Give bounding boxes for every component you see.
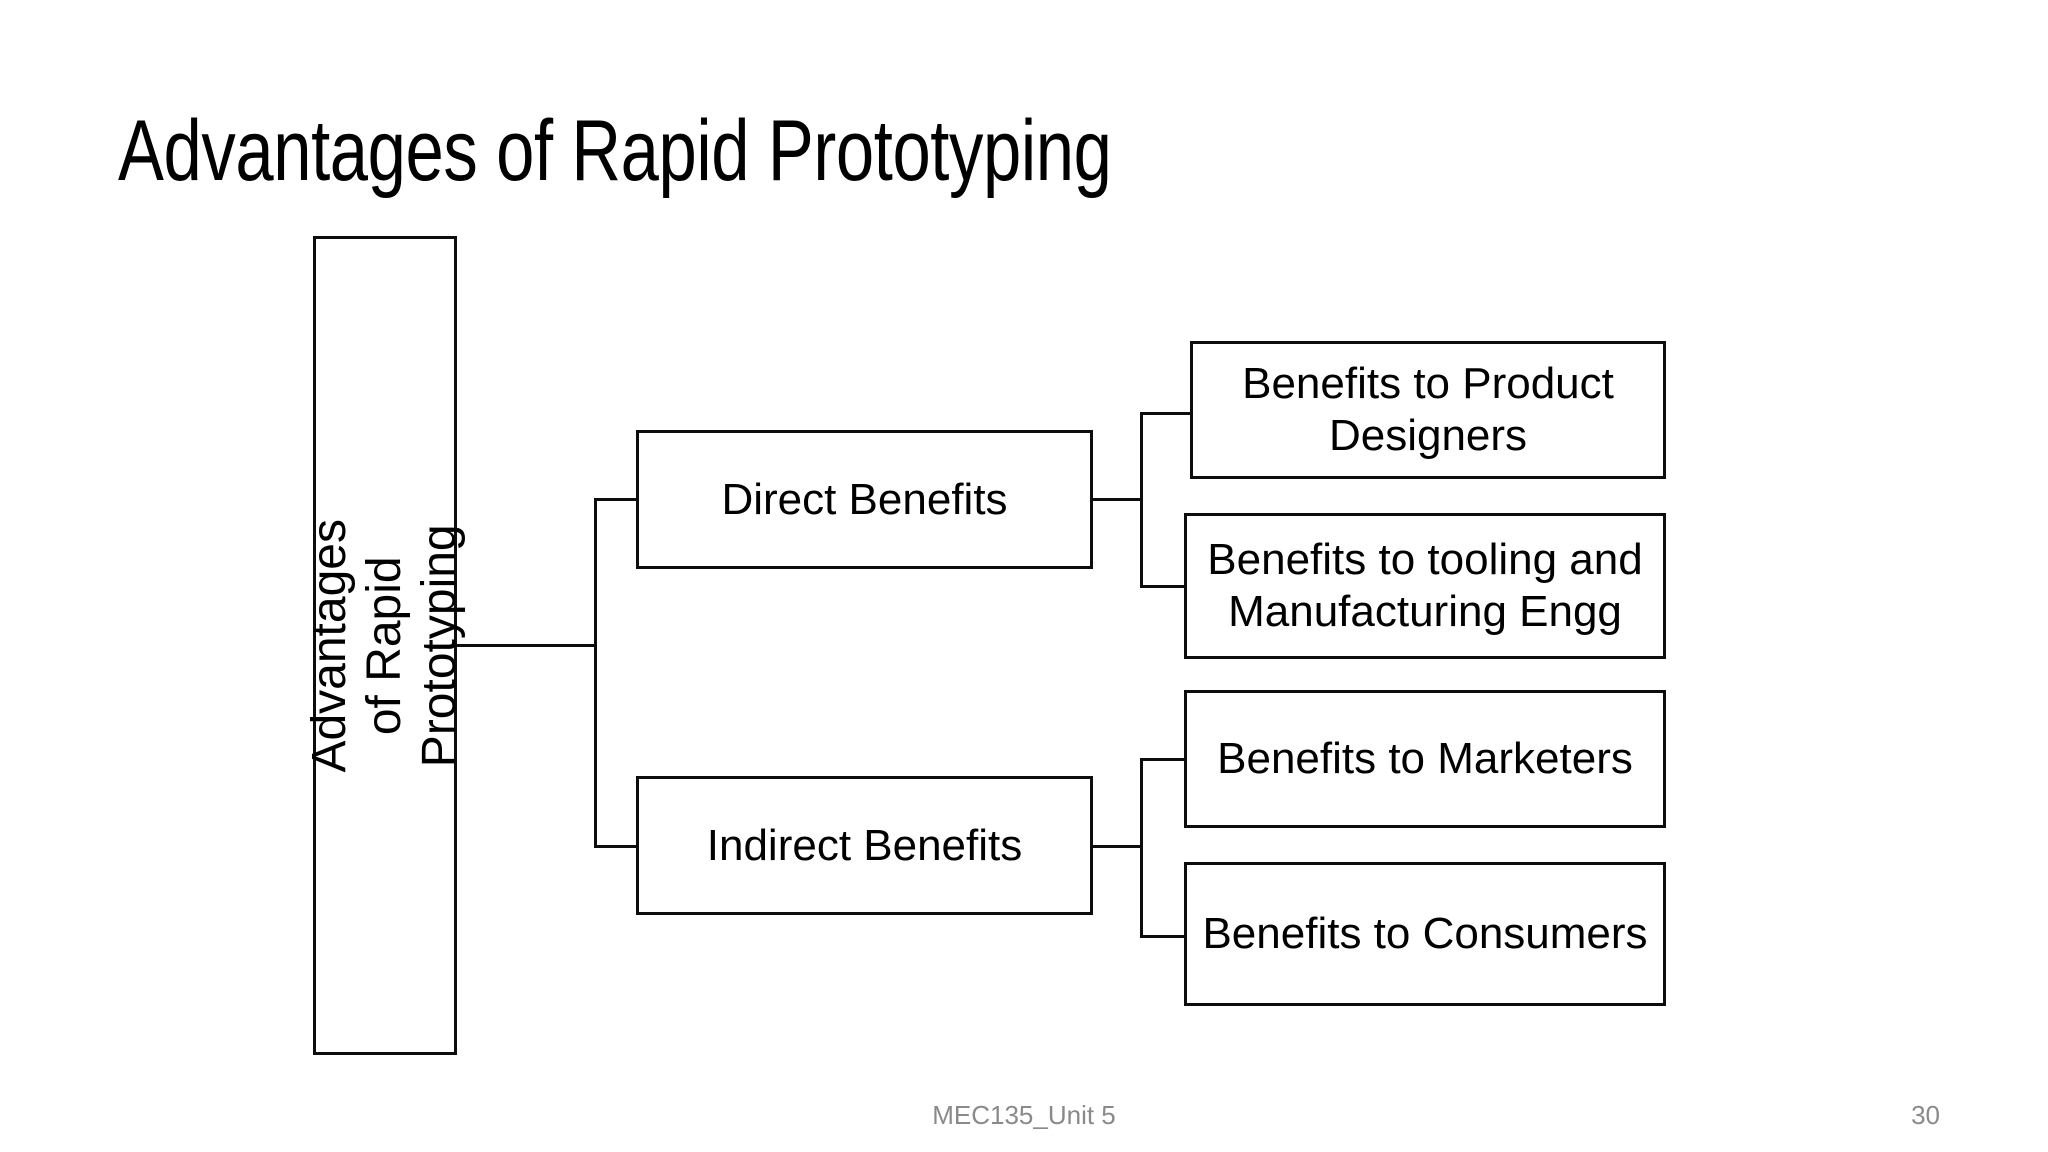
node-benefits-consumers[interactable]: Benefits to Consumers <box>1184 862 1666 1006</box>
node-direct-benefits-label: Direct Benefits <box>721 474 1008 524</box>
connector-to-consumers <box>1140 935 1187 938</box>
connector-indirect-trunk <box>1140 758 1143 938</box>
node-benefits-product-designers[interactable]: Benefits to Product Designers <box>1190 341 1666 479</box>
connector-direct-trunk <box>1140 412 1143 588</box>
node-indirect-benefits[interactable]: Indirect Benefits <box>636 776 1093 915</box>
node-root-advantages[interactable]: Advantages of Rapid Prototyping <box>303 236 467 1055</box>
node-benefits-tooling-manufacturing[interactable]: Benefits to tooling and Manufacturing En… <box>1184 513 1666 659</box>
connector-direct-stem <box>1090 498 1143 501</box>
connector-to-direct-benefits <box>594 498 639 501</box>
connector-to-indirect-benefits <box>594 845 639 848</box>
connector-root-trunk <box>594 498 597 846</box>
slide-page-number: 30 <box>1911 1100 1940 1130</box>
node-benefits-marketers-label: Benefits to Marketers <box>1217 734 1633 784</box>
connector-to-product-designers <box>1140 412 1193 415</box>
node-indirect-benefits-label: Indirect Benefits <box>706 820 1023 870</box>
node-direct-benefits[interactable]: Direct Benefits <box>636 430 1093 569</box>
connector-to-marketers <box>1140 758 1187 761</box>
connector-root-stem <box>457 644 594 647</box>
connector-to-tooling <box>1140 585 1187 588</box>
node-benefits-product-designers-label: Benefits to Product Designers <box>1242 359 1614 460</box>
node-benefits-marketers[interactable]: Benefits to Marketers <box>1184 690 1666 828</box>
node-root-label: Advantages of Rapid Prototyping <box>303 518 467 773</box>
page-title: Advantages of Rapid Prototyping <box>118 103 1112 199</box>
connector-indirect-stem <box>1090 845 1143 848</box>
footer-unit-label: MEC135_Unit 5 <box>932 1100 1116 1130</box>
node-benefits-tooling-manufacturing-label: Benefits to tooling and Manufacturing En… <box>1207 535 1643 636</box>
node-benefits-consumers-label: Benefits to Consumers <box>1202 909 1648 959</box>
